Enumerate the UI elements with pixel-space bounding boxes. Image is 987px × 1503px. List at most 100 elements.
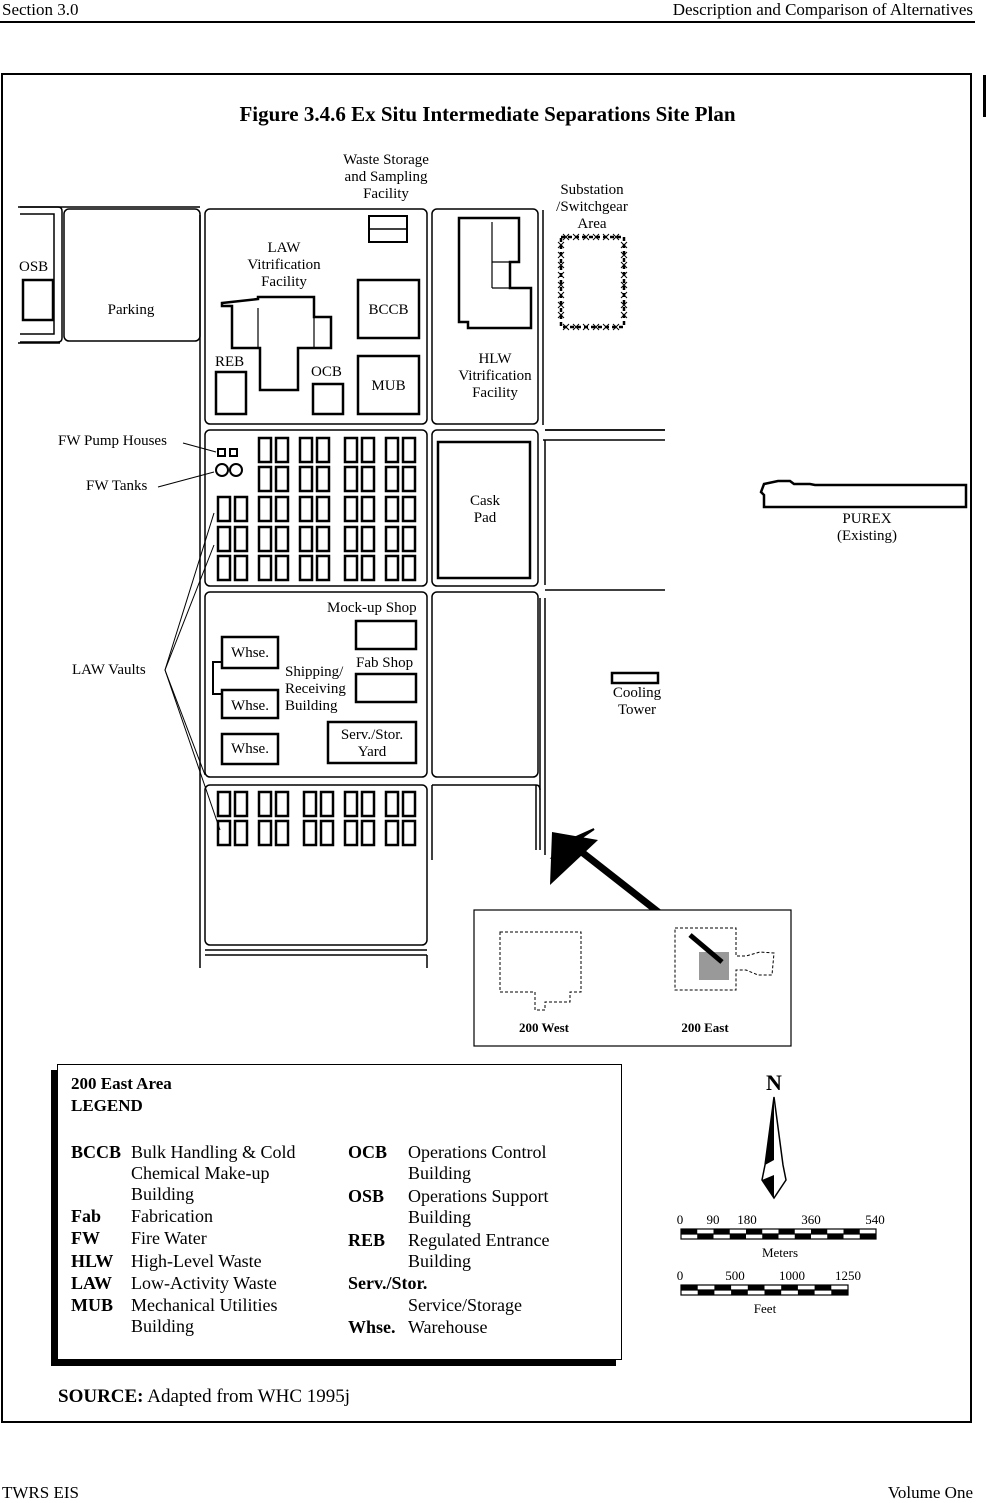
figure-frame — [1, 73, 972, 1423]
label-reb: REB — [215, 354, 245, 370]
law-vault — [384, 790, 400, 818]
law-vault — [360, 819, 376, 847]
law-vault — [216, 790, 232, 818]
label-whse-3: Whse. — [231, 741, 269, 757]
law-vault — [274, 790, 290, 818]
legend-abbr: Serv./Stor. — [348, 1273, 428, 1293]
label-whse-2: Whse. — [231, 698, 269, 714]
law-vault — [343, 525, 359, 553]
whse-1 — [220, 635, 280, 670]
scale-bars — [680, 1228, 877, 1296]
label-fab-shop: Fab Shop — [356, 655, 414, 671]
law-vault — [315, 554, 331, 582]
law-vault — [257, 436, 273, 464]
legend-abbr: OCB — [348, 1142, 388, 1162]
legend-def: Fabrication — [131, 1206, 213, 1226]
block-law-vit — [204, 208, 428, 425]
label-law-vaults: LAW Vaults — [72, 662, 146, 678]
legend-abbr: OSB — [348, 1186, 385, 1206]
footer-left: TWRS EIS — [2, 1483, 79, 1502]
law-vault — [319, 790, 335, 818]
label-bccb: BCCB — [368, 302, 409, 318]
law-vault — [257, 554, 273, 582]
fab-shop — [354, 672, 418, 704]
block-parking — [63, 208, 201, 342]
legend-def: Service/Storage — [408, 1295, 522, 1315]
cooling-tower — [610, 671, 660, 685]
law-vault — [343, 790, 359, 818]
law-vault — [343, 436, 359, 464]
label-cask-pad: Cask Pad — [470, 493, 500, 526]
law-vault — [384, 554, 400, 582]
feet-tick: 1250 — [835, 1268, 861, 1283]
osb-building — [21, 278, 55, 322]
law-vault — [298, 436, 314, 464]
law-vault — [401, 436, 417, 464]
meters-tick: 0 — [676, 1212, 684, 1227]
meters-tick: 360 — [801, 1212, 821, 1227]
label-waste-storage: Waste Storage and Sampling Facility — [343, 152, 429, 202]
legend-def: Mechanical Utilities Building — [131, 1295, 278, 1336]
label-shipping: Shipping/ Receiving Building — [285, 664, 346, 714]
law-vault — [302, 790, 318, 818]
meters-tick: 90 — [706, 1212, 720, 1227]
substation-area — [559, 235, 626, 329]
law-vault — [274, 436, 290, 464]
label-substation: Substation /Switchgear Area — [556, 182, 628, 232]
meters-tick: 180 — [737, 1212, 757, 1227]
legend-abbr: BCCB — [71, 1142, 122, 1162]
hlw-vit-building — [457, 216, 533, 330]
label-osb: OSB — [19, 259, 49, 275]
meters-tick: 540 — [865, 1212, 885, 1227]
label-fw-pump: FW Pump Houses — [58, 433, 167, 449]
legend-def: Low-Activity Waste — [131, 1273, 277, 1293]
law-vault — [360, 790, 376, 818]
legend-def: Operations Control Building — [408, 1142, 547, 1183]
fw-pump-house — [217, 448, 226, 457]
law-vault — [216, 554, 232, 582]
law-vault — [274, 465, 290, 493]
legend-def: Operations Support Building — [408, 1186, 549, 1227]
label-cooling-tower: Cooling Tower — [612, 685, 662, 718]
legend-abbr: HLW — [71, 1251, 114, 1271]
law-vault — [257, 465, 273, 493]
label-law-vit: LAW Vitrification Facility — [247, 240, 321, 290]
law-vault — [315, 436, 331, 464]
law-vault — [257, 525, 273, 553]
law-vault — [401, 465, 417, 493]
source-note: SOURCE: Adapted from WHC 1995j — [58, 1386, 350, 1408]
label-parking: Parking — [107, 302, 155, 318]
law-vault — [401, 554, 417, 582]
label-ocb: OCB — [311, 364, 342, 380]
law-vault — [298, 554, 314, 582]
legend-abbr: REB — [348, 1230, 386, 1250]
legend-heading: 200 East Area LEGEND — [71, 1073, 172, 1117]
cask-pad — [436, 440, 532, 580]
law-vault — [319, 819, 335, 847]
law-vault — [360, 436, 376, 464]
fw-pump-house — [229, 448, 238, 457]
mub-building — [356, 354, 421, 416]
law-vault — [233, 819, 249, 847]
fw-tank — [215, 463, 229, 477]
law-vault — [274, 554, 290, 582]
law-vault — [257, 790, 273, 818]
law-vault — [257, 495, 273, 523]
law-vault — [384, 436, 400, 464]
footer-right: Volume One — [887, 1483, 973, 1502]
bccb-building — [356, 278, 421, 340]
law-vault — [401, 819, 417, 847]
label-serv-stor-yard: Serv./Stor. Yard — [340, 727, 404, 760]
law-vault — [360, 495, 376, 523]
legend-def: High-Level Waste — [131, 1251, 262, 1271]
label-mockup-shop: Mock-up Shop — [327, 600, 417, 616]
law-vit-building — [220, 295, 333, 392]
law-vault — [257, 819, 273, 847]
block-hlw — [431, 208, 539, 425]
legend-abbr: FW — [71, 1228, 100, 1248]
law-vault — [233, 790, 249, 818]
law-vault — [274, 495, 290, 523]
law-vault — [401, 525, 417, 553]
block-tanks — [204, 429, 428, 587]
label-mub: MUB — [371, 378, 406, 394]
